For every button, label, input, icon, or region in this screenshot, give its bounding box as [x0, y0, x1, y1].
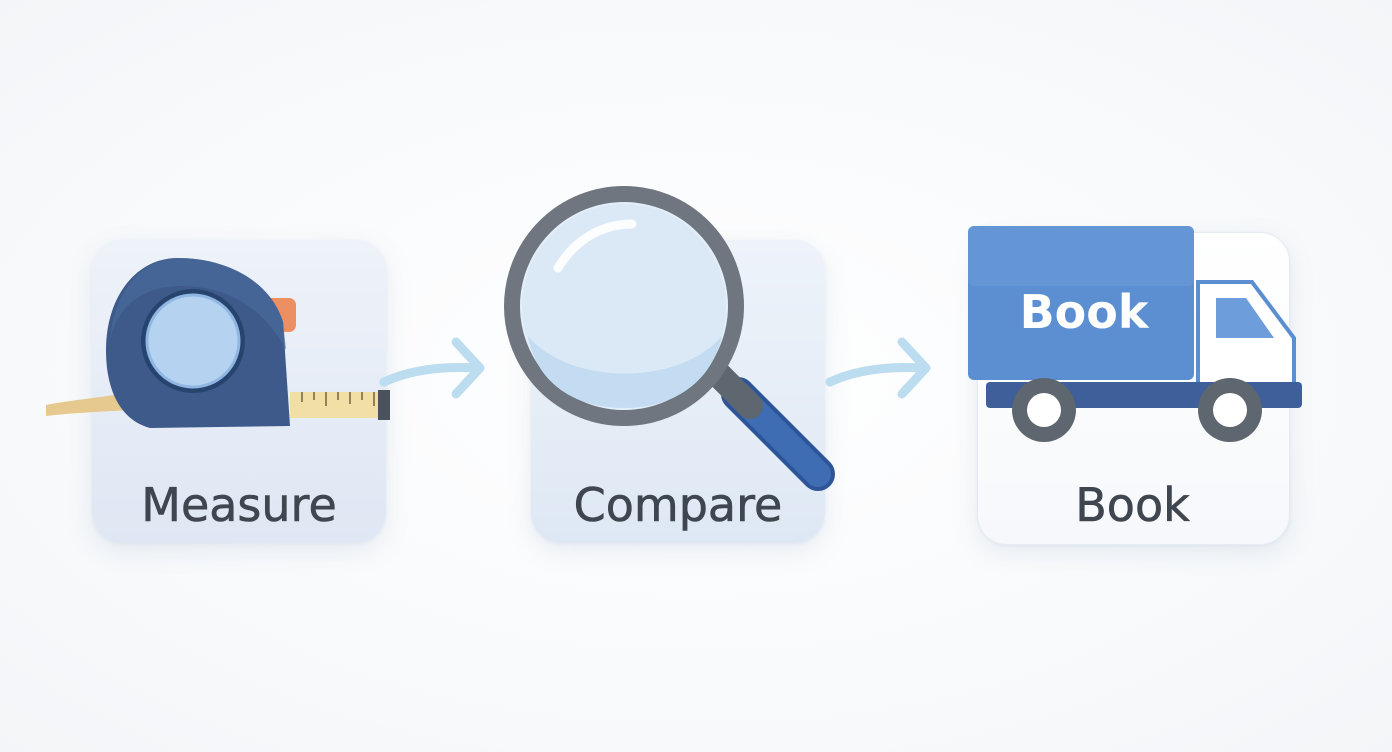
step-label-measure: Measure	[141, 478, 337, 533]
magnifying-glass-icon	[504, 186, 835, 491]
arrow-right-icon	[825, 337, 931, 399]
step-label-compare: Compare	[573, 478, 783, 533]
step-label-book: Book	[1075, 478, 1190, 533]
arrow-right-icon	[379, 337, 485, 399]
truck-box-label: Book	[1020, 285, 1150, 339]
tape-measure-icon	[46, 258, 390, 428]
moving-truck-icon: Book	[968, 226, 1302, 442]
